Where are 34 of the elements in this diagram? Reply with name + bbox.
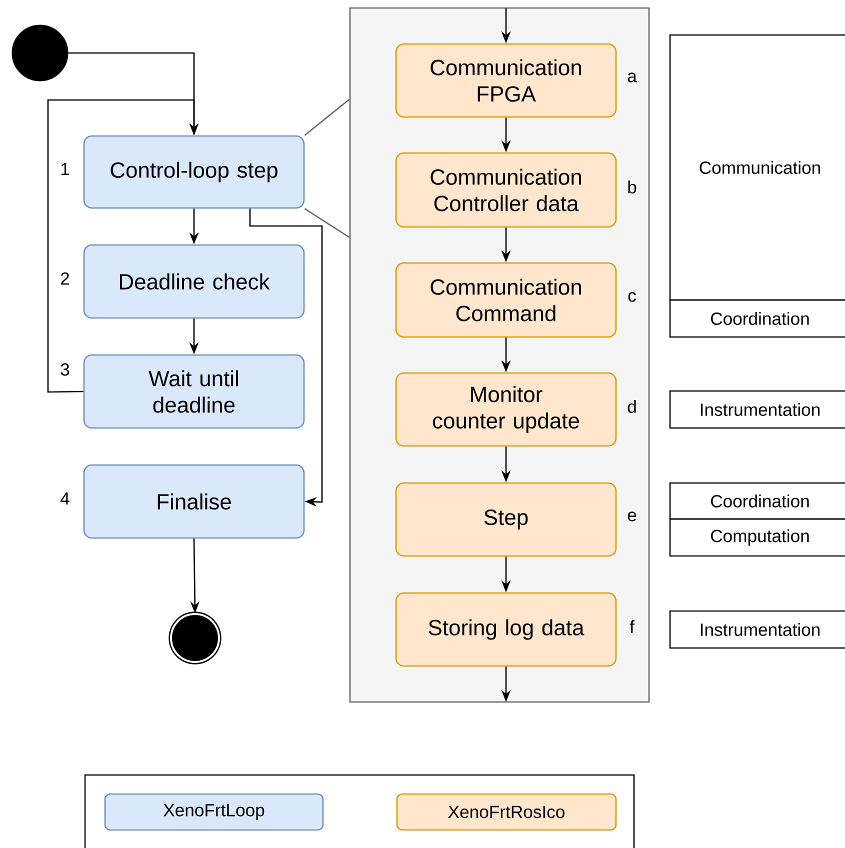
category-box: Communication (669, 34, 845, 301)
end-dot (168, 612, 222, 664)
step-number: 4 (60, 492, 70, 505)
category-box: Coordination (669, 299, 845, 338)
legend-text: XenoFrtLoop (164, 804, 264, 820)
category-box: Instrumentation (669, 610, 845, 649)
connector-line (304, 208, 350, 238)
process-box: Communication FPGA (395, 43, 617, 118)
process-box: Control-loop step (83, 135, 305, 209)
step-number: 1 (61, 162, 70, 176)
category-box: Coordination (669, 482, 845, 520)
category-box: Instrumentation (669, 390, 845, 429)
process-box: Communication Controller data (395, 152, 617, 228)
connector-line (304, 98, 350, 136)
process-box: Step (395, 482, 617, 557)
process-box: Communication Command (395, 262, 617, 338)
start-dot (12, 24, 68, 82)
step-letter: a (628, 72, 637, 82)
step-letter: e (628, 512, 636, 522)
arrow (47, 99, 199, 393)
process-box: Deadline check (83, 244, 305, 319)
step-number: 3 (60, 363, 70, 376)
step-letter: f (630, 620, 634, 633)
process-box: Monitor counter update (395, 372, 617, 447)
process-box: Wait until deadline (83, 354, 305, 429)
legend-text: XenoFrtRosIco (448, 806, 564, 818)
process-box: Finalise (83, 464, 305, 539)
step-letter: c (628, 292, 636, 302)
process-box: Storing log data (395, 592, 617, 667)
step-number: 2 (60, 272, 70, 285)
step-letter: b (628, 180, 636, 194)
category-box: Computation (669, 518, 845, 557)
arrow (249, 208, 323, 507)
step-letter: d (628, 400, 636, 413)
